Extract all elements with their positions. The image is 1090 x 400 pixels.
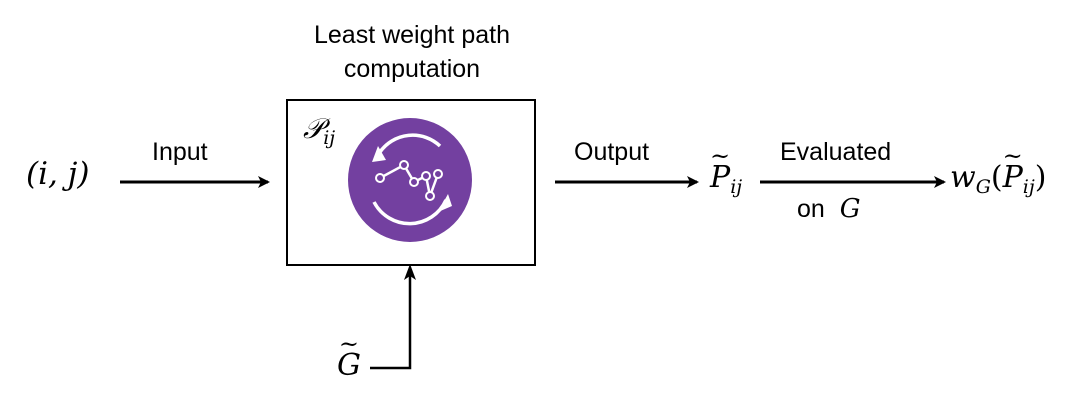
graph-input-arrowhead — [404, 264, 416, 280]
title-line-2: computation — [343, 55, 481, 83]
input-node-label: (i, j) — [26, 156, 90, 192]
graph-input-arrow — [370, 274, 412, 370]
output-symbol: ~Pij — [710, 142, 743, 198]
title-line-1: Least weight path — [314, 21, 510, 49]
diagram-title: Least weight path computation — [262, 18, 562, 86]
refresh-path-icon — [348, 118, 472, 242]
box-symbol: 𝒫ij — [303, 112, 336, 149]
input-edge-label: Input — [152, 138, 208, 166]
evaluated-label: Evaluated — [780, 138, 892, 166]
on-label: on G — [797, 194, 861, 224]
result-expression: wG(~Pij) — [950, 142, 1047, 198]
output-edge-label: Output — [574, 138, 650, 166]
graph-input-symbol: ~G — [337, 330, 361, 383]
